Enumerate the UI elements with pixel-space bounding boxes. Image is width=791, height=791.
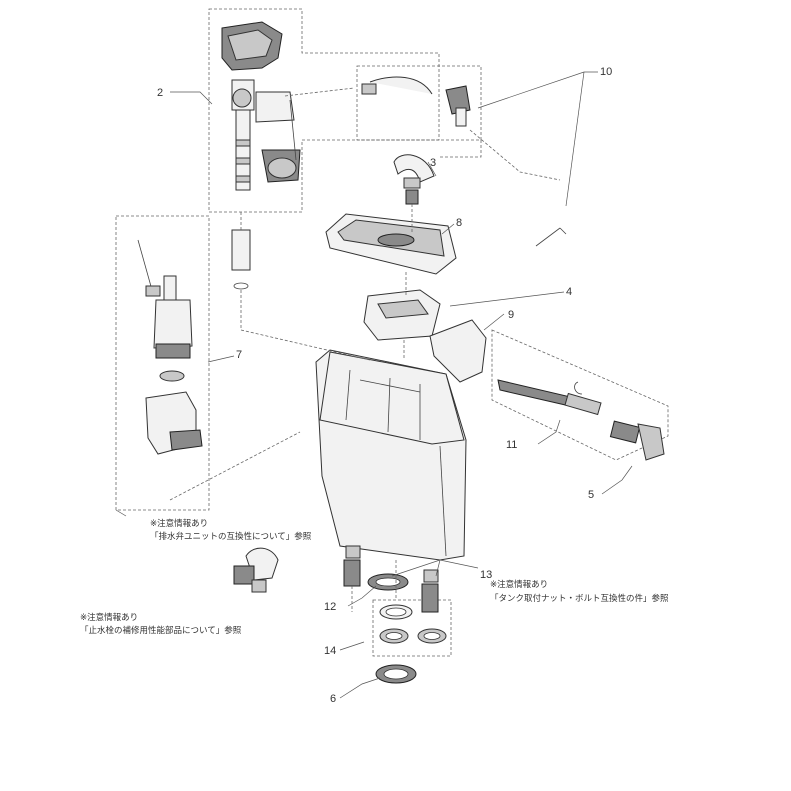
- callout-7: 7: [236, 349, 242, 361]
- group-box-lever-rod: [491, 329, 669, 461]
- callout-8: 8: [456, 217, 462, 229]
- note-drain-valve-line1: ※注意情報あり: [150, 518, 208, 529]
- supply-hose: [361, 76, 471, 127]
- callout-2: 2: [157, 87, 163, 99]
- group-box-gaskets: [372, 599, 452, 657]
- callout-12: 12: [324, 601, 336, 613]
- lever-bracket: [363, 227, 567, 383]
- callout-3: 3: [430, 157, 436, 169]
- assembly-lines: [169, 87, 561, 612]
- callout-10: 10: [600, 66, 612, 78]
- tank-lid: [325, 213, 457, 275]
- group-box-drain-valve: [115, 215, 210, 511]
- spout: [393, 154, 435, 205]
- callout-6: 6: [330, 693, 336, 705]
- note-tank-nut-line1: ※注意情報あり: [490, 579, 548, 590]
- stop-valve: [233, 547, 279, 593]
- group-box-hose-ext: [439, 140, 482, 158]
- note-stop-valve-line2: 「止水栓の補修用性能部品について」参照: [80, 625, 242, 636]
- callout-11: 11: [506, 439, 517, 451]
- tank-body: [315, 349, 467, 561]
- fill-valve-assembly: [221, 21, 301, 290]
- note-drain-valve-line2: 「排水弁ユニットの互換性について」参照: [150, 531, 312, 542]
- gaskets: [367, 573, 447, 684]
- lever-handle: [609, 420, 665, 461]
- lever-rod: [497, 379, 602, 416]
- drain-valve-unit: [137, 239, 203, 455]
- leader-lines: [115, 71, 633, 699]
- group-box-hose: [356, 65, 482, 141]
- callout-4: 4: [566, 286, 572, 298]
- note-stop-valve-line1: ※注意情報あり: [80, 612, 138, 623]
- callout-14: 14: [324, 645, 336, 657]
- callout-5: 5: [588, 489, 594, 501]
- note-tank-nut-line2: 「タンク取付ナット・ボルト互換性の件」参照: [490, 593, 669, 604]
- callout-9: 9: [508, 309, 514, 321]
- callout-13: 13: [480, 569, 492, 581]
